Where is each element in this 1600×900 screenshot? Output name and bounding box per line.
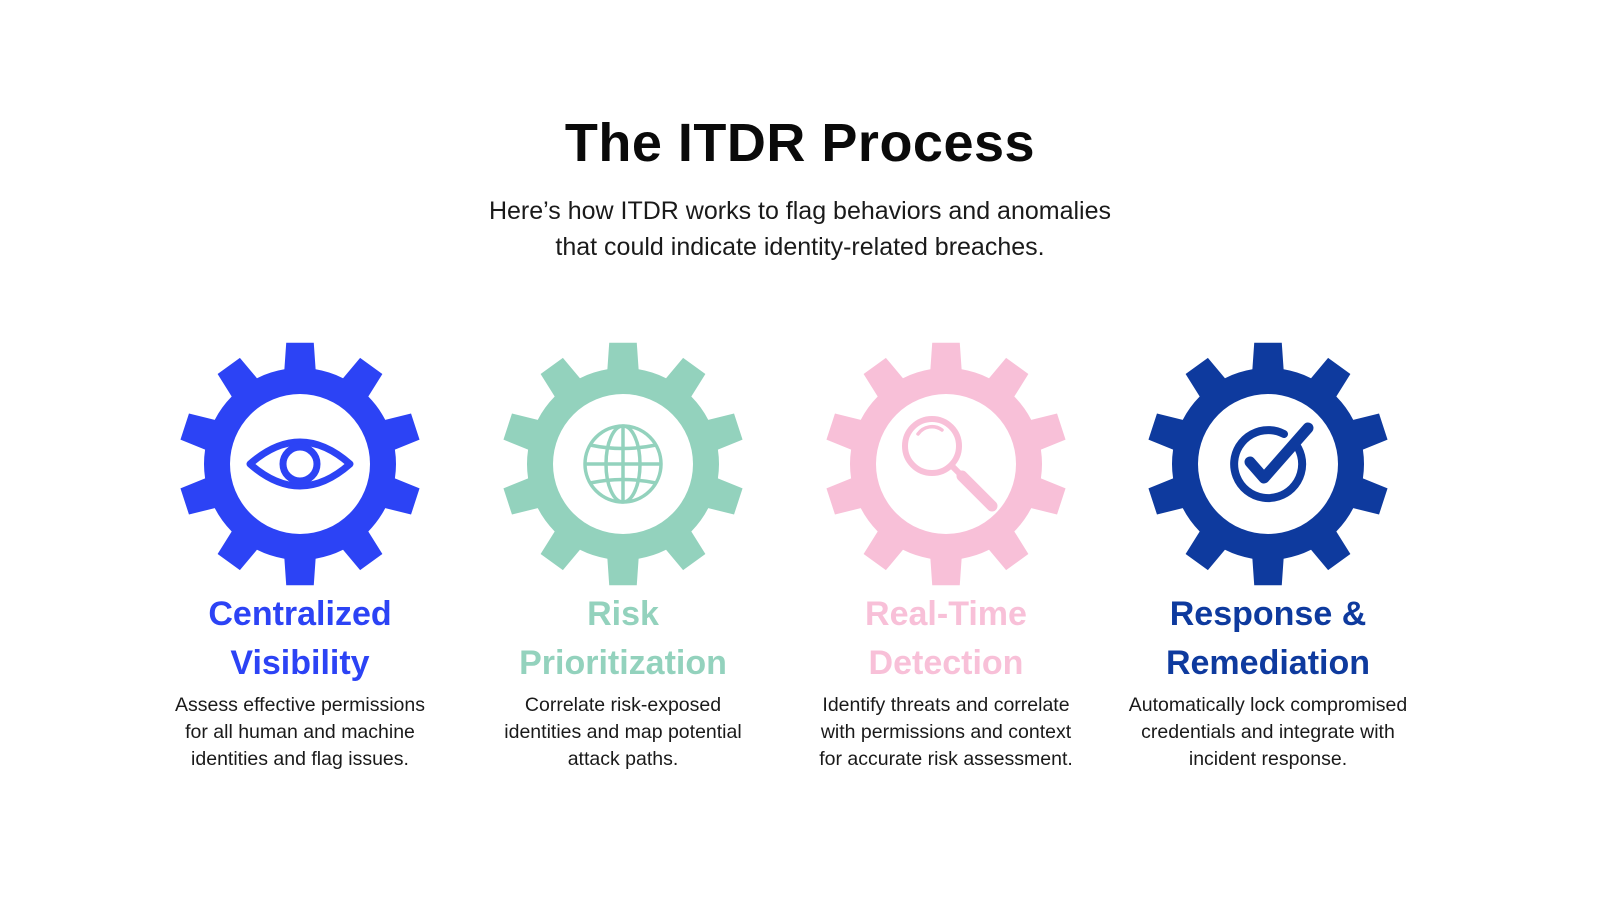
step-desc-line: for all human and machine (185, 721, 415, 743)
step-description: Automatically lock compromised credentia… (1108, 692, 1428, 773)
step-description: Correlate risk-exposed identities and ma… (463, 692, 783, 773)
step-description: Identify threats and correlate with perm… (786, 692, 1106, 773)
step-desc-line: attack paths. (567, 748, 679, 770)
step-desc-line: identities and map potential (504, 721, 742, 743)
step-real-time-detection: Real-Time Detection Identify threats and… (786, 340, 1106, 800)
step-desc-line: incident response. (1188, 748, 1348, 770)
step-title-line: Centralized (208, 595, 392, 633)
step-centralized-visibility: Centralized Visibility Assess effective … (140, 340, 460, 800)
step-title: Response & Remediation (1108, 590, 1428, 688)
gear-icon (826, 342, 1066, 586)
step-title-line: Visibility (230, 644, 370, 682)
step-description: Assess effective permissions for all hum… (140, 692, 460, 773)
step-desc-line: with permissions and context (820, 721, 1072, 743)
gear-icon (503, 342, 743, 586)
check-circle-icon (1230, 422, 1314, 503)
subtitle-line: Here’s how ITDR works to flag behaviors … (488, 197, 1112, 225)
step-desc-line: Automatically lock compromised (1128, 694, 1408, 716)
step-title-line: Response & (1169, 595, 1367, 633)
step-title-line: Prioritization (519, 644, 727, 682)
subtitle-line: that could indicate identity-related bre… (555, 233, 1045, 261)
step-title: Centralized Visibility (140, 590, 460, 688)
globe-icon (583, 424, 663, 504)
step-title-line: Real-Time (865, 595, 1027, 633)
step-title-line: Detection (868, 644, 1024, 682)
step-desc-line: for accurate risk assessment. (819, 748, 1073, 770)
step-desc-line: Assess effective permissions (175, 694, 425, 716)
step-title: Real-Time Detection (786, 590, 1106, 688)
step-desc-line: Correlate risk-exposed (524, 694, 722, 716)
page-subtitle: Here’s how ITDR works to flag behaviors … (400, 193, 1200, 265)
gear-icon (180, 342, 420, 586)
step-title-line: Remediation (1165, 644, 1371, 682)
gear-icon (1148, 342, 1388, 586)
step-title: Risk Prioritization (463, 590, 783, 688)
magnifier-icon (902, 416, 998, 512)
step-desc-line: credentials and integrate with (1141, 721, 1395, 743)
eye-icon (246, 438, 354, 490)
step-risk-prioritization: Risk Prioritization Correlate risk-expos… (463, 340, 783, 800)
page-title: The ITDR Process (564, 113, 1036, 173)
step-desc-line: identities and flag issues. (191, 748, 409, 770)
step-response-remediation: Response & Remediation Automatically loc… (1108, 340, 1428, 800)
step-desc-line: Identify threats and correlate (822, 694, 1070, 716)
step-title-line: Risk (587, 595, 659, 633)
